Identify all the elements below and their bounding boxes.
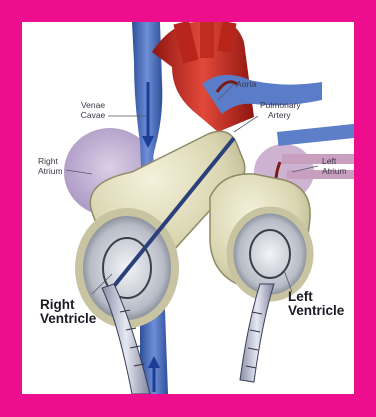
label-right-atrium: Right Atrium bbox=[38, 156, 63, 176]
label-left-atrium-line1: Left bbox=[322, 156, 347, 166]
label-venae-cavae-line1: Venae bbox=[74, 100, 112, 110]
label-right-atrium-line1: Right bbox=[38, 156, 63, 166]
label-pulmonary-line1: Pulmonary bbox=[260, 100, 301, 110]
label-aorta: Aorta bbox=[236, 79, 256, 89]
label-left-atrium: Left Atrium bbox=[322, 156, 347, 176]
label-left-ventricle: Left Ventricle bbox=[288, 290, 344, 318]
label-right-ventricle-line2: Ventricle bbox=[40, 312, 96, 326]
label-venae-cavae: Venae Cavae bbox=[74, 100, 112, 120]
label-venae-cavae-line2: Cavae bbox=[74, 110, 112, 120]
heart-drawing bbox=[22, 22, 354, 394]
label-right-ventricle: Right Ventricle bbox=[40, 298, 96, 326]
label-left-atrium-line2: Atrium bbox=[322, 166, 347, 176]
label-left-ventricle-line1: Left bbox=[288, 290, 344, 304]
label-right-ventricle-line1: Right bbox=[40, 298, 96, 312]
label-pulmonary-artery: Pulmonary Artery bbox=[260, 100, 301, 120]
artificial-heart-illustration: Venae Cavae Aorta Pulmonary Artery Right… bbox=[22, 22, 354, 394]
label-right-atrium-line2: Atrium bbox=[38, 166, 63, 176]
label-pulmonary-line2: Artery bbox=[260, 110, 301, 120]
label-left-ventricle-line2: Ventricle bbox=[288, 304, 344, 318]
